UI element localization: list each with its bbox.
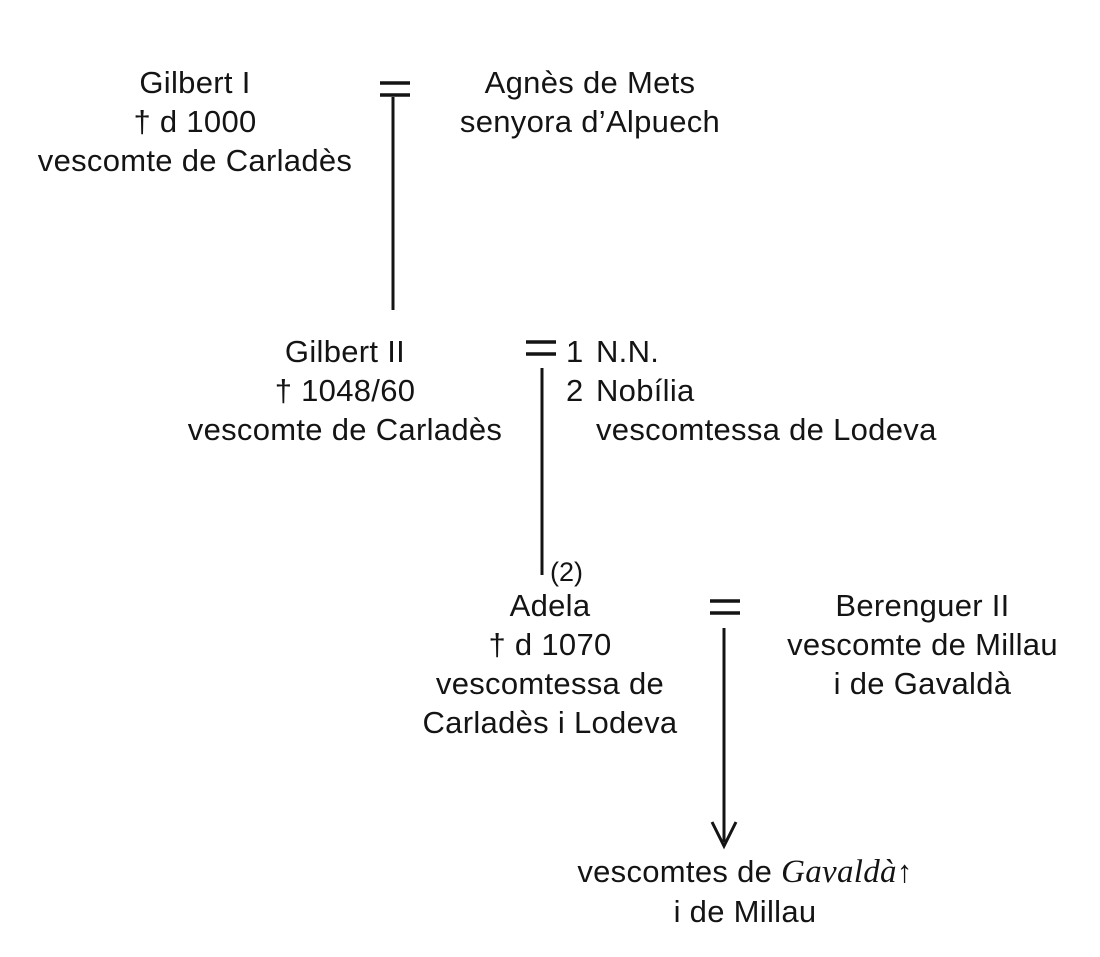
person-name: Agnès de Mets [484,65,696,100]
person-gilbert-2: Gilbert II † 1048/60 vescomte de Carladè… [165,332,525,449]
person-berenguer: Berenguer II vescomte de Millau i de Gav… [755,586,1090,703]
marriage-sign-gilbert-1 [380,81,410,97]
descendants: vescomtes de Gavaldà↑ i de Millau [520,852,970,931]
person-title-line-1: vescomte de Millau [787,627,1058,662]
marriage-sign-gilbert-2 [526,340,556,356]
marriage-sign-adela [710,599,740,615]
spouse-second: 2 Nobília [566,371,1006,410]
person-dates: † d 1070 [488,627,612,662]
spouse-number: 1 [566,334,584,369]
spouse-first: 1 N.N. [566,332,1006,371]
descendants-prefix: vescomtes de [577,854,782,889]
person-name: Adela [509,588,591,623]
person-name: Gilbert II [284,334,406,369]
person-title-line-2: i de Gavaldà [833,666,1012,701]
descendants-line-1: vescomtes de Gavaldà↑ [520,852,970,892]
spouse-number: 2 [566,373,584,408]
marriage-marker: (2) [550,557,583,587]
person-name: Berenguer II [835,588,1010,623]
person-title: senyora d’Alpuech [459,104,721,139]
up-arrow-icon: ↑ [896,854,913,889]
person-adela: Adela † d 1070 vescomtessa de Carladès i… [395,586,705,742]
person-name: Gilbert I [139,65,251,100]
person-title: vescomte de Carladès [37,143,353,178]
person-title: vescomte de Carladès [187,412,503,447]
person-agnes: Agnès de Mets senyora d’Alpuech [425,63,755,141]
person-title-line-2: Carladès i Lodeva [422,705,678,740]
person-title-line-1: vescomtessa de [435,666,665,701]
person-gilbert-1: Gilbert I † d 1000 vescomte de Carladès [20,63,370,180]
spouse-name: N.N. [596,334,660,369]
descendants-line-2: i de Millau [673,894,817,929]
spouse-title: vescomtessa de Lodeva [596,412,937,447]
spouses-gilbert-2: 1 N.N. 2 Nobília vescomtessa de Lodeva [566,332,1006,449]
descendants-place: Gavaldà [781,854,897,890]
descent-arrowhead [710,821,738,850]
spouse-name: Nobília [596,373,695,408]
person-dates: † 1048/60 [274,373,416,408]
person-dates: † d 1000 [133,104,257,139]
